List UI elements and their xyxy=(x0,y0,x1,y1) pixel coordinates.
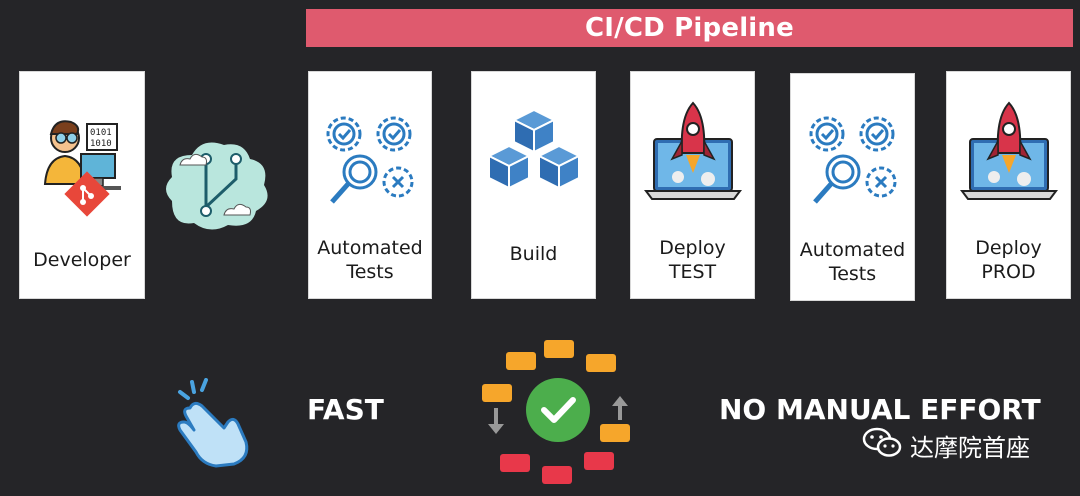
fast-text: FAST xyxy=(307,393,384,426)
gears-magnifier-icon xyxy=(791,104,914,212)
wechat-icon xyxy=(862,426,902,464)
cubes-icon xyxy=(472,106,595,206)
watermark-text: 达摩院首座 xyxy=(910,433,1030,462)
deploy-test-label: Deploy TEST xyxy=(659,237,726,283)
build-label: Build xyxy=(509,243,558,265)
pipeline-banner: CI/CD Pipeline xyxy=(306,9,1073,47)
pipeline-title: CI/CD Pipeline xyxy=(585,13,794,43)
rocket-laptop-icon xyxy=(947,98,1070,208)
svg-text:1010: 1010 xyxy=(90,139,112,149)
automated-tests-label-2: Automated Tests xyxy=(799,239,906,285)
deploy-prod-card: Deploy PROD xyxy=(946,71,1071,299)
developer-git-icon: 0101 1010 xyxy=(20,112,144,222)
svg-text:0101: 0101 xyxy=(90,128,112,138)
deploy-prod-label: Deploy PROD xyxy=(975,237,1042,283)
gears-magnifier-icon xyxy=(309,104,431,212)
build-card: Build xyxy=(471,71,596,299)
no-manual-effort-text: NO MANUAL EFFORT xyxy=(719,393,1041,426)
automated-tests-card-1: Automated Tests xyxy=(308,71,432,299)
automated-tests-label-1: Automated Tests xyxy=(317,237,423,283)
automated-tests-card-2: Automated Tests xyxy=(790,73,915,301)
developer-label: Developer xyxy=(33,249,131,271)
developer-card: 0101 1010 Developer xyxy=(19,71,145,299)
deploy-test-card: Deploy TEST xyxy=(630,71,755,299)
git-branch-cloud-icon xyxy=(158,135,276,235)
rocket-laptop-icon xyxy=(631,98,754,208)
tap-hand-icon xyxy=(172,378,254,468)
cycle-check-icon xyxy=(478,338,636,488)
watermark: 达摩院首座 xyxy=(862,426,1030,464)
